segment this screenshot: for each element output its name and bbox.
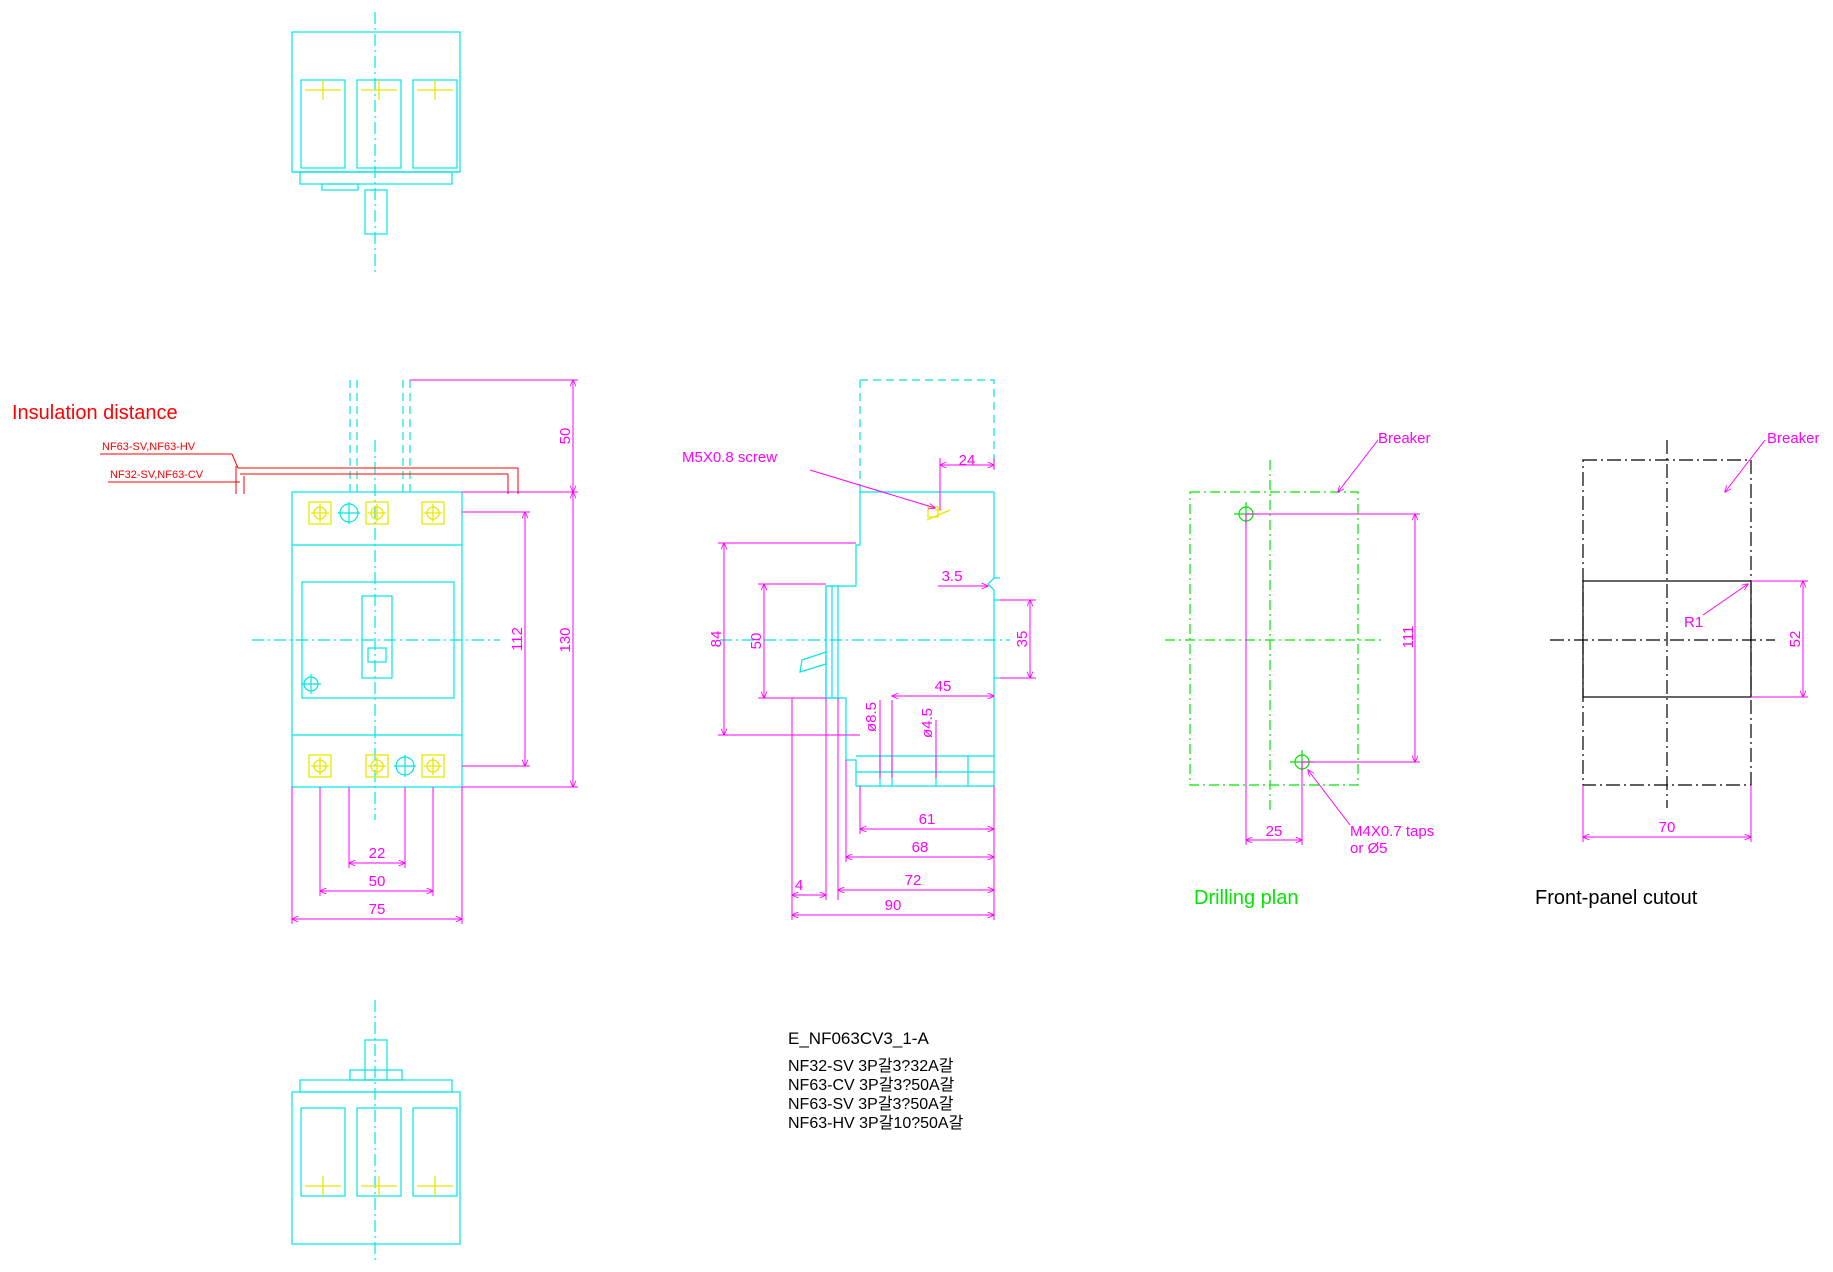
dim-70: 70	[1659, 819, 1676, 836]
dim-50-bottom: 50	[369, 873, 386, 890]
drilling-plan-title: Drilling plan	[1194, 887, 1299, 909]
model-line-3: NF63-SV 3P갈3?50A갈	[788, 1095, 954, 1113]
dim-4: 4	[795, 877, 803, 894]
dim-90: 90	[885, 897, 902, 914]
title-block: E_NF063CV3_1-A NF32-SV 3P갈3?32A갈 NF63-CV…	[788, 1029, 964, 1132]
dim-50-top: 50	[557, 428, 574, 445]
side-view: M5X0.8 screw 24 3.5 35 84 50 ø8.5 ø4.5 4…	[682, 379, 1036, 920]
dim-52: 52	[1787, 631, 1804, 648]
dim-8-5: ø8.5	[863, 702, 880, 732]
drilling-plan: Breaker 111 25 M4X0.7 taps or Ø5 Drillin…	[1165, 430, 1434, 909]
dim-68: 68	[912, 839, 929, 856]
taps-note-line1: M4X0.7 taps	[1350, 823, 1434, 840]
dim-111: 111	[1400, 626, 1417, 649]
front-panel-cutout-title: Front-panel cutout	[1535, 887, 1698, 909]
dim-75: 75	[369, 901, 386, 918]
dim-61: 61	[919, 811, 936, 828]
dim-3-5: 3.5	[942, 568, 963, 585]
dim-130: 130	[557, 627, 574, 652]
drill-breaker-label: Breaker	[1378, 430, 1431, 447]
top-view	[291, 12, 461, 275]
radius-label: R1	[1684, 614, 1703, 631]
insulation-distance-title: Insulation distance	[12, 402, 178, 424]
front-panel-cutout: Breaker R1 52 70 Front-panel cutout	[1535, 430, 1820, 909]
dim-72: 72	[905, 872, 922, 889]
taps-note-line2: or Ø5	[1350, 840, 1388, 857]
dim-84: 84	[708, 631, 725, 648]
drawing-number: E_NF063CV3_1-A	[788, 1029, 929, 1048]
dim-112: 112	[509, 627, 526, 651]
dim-35: 35	[1014, 631, 1031, 648]
dim-22: 22	[369, 845, 386, 862]
cutout-breaker-label: Breaker	[1767, 430, 1820, 447]
insulation-callout: Insulation distance NF63-SV,NF63-HV NF32…	[12, 402, 519, 494]
model-line-1: NF32-SV 3P갈3?32A갈	[788, 1057, 954, 1075]
dim-25: 25	[1266, 823, 1283, 840]
dim-50: 50	[748, 633, 765, 650]
insulation-label-lower: NF32-SV,NF63-CV	[110, 469, 204, 481]
screw-note: M5X0.8 screw	[682, 449, 777, 466]
front-view: 50 130 112 22 50 75	[252, 380, 578, 924]
model-line-4: NF63-HV 3P갈10?50A갈	[788, 1114, 964, 1132]
model-line-2: NF63-CV 3P갈3?50A갈	[788, 1076, 955, 1094]
insulation-label-upper: NF63-SV,NF63-HV	[102, 441, 196, 453]
dim-4-5: ø4.5	[919, 708, 936, 738]
bottom-view	[291, 1000, 461, 1262]
dim-45: 45	[935, 678, 952, 695]
dim-24: 24	[959, 452, 976, 469]
